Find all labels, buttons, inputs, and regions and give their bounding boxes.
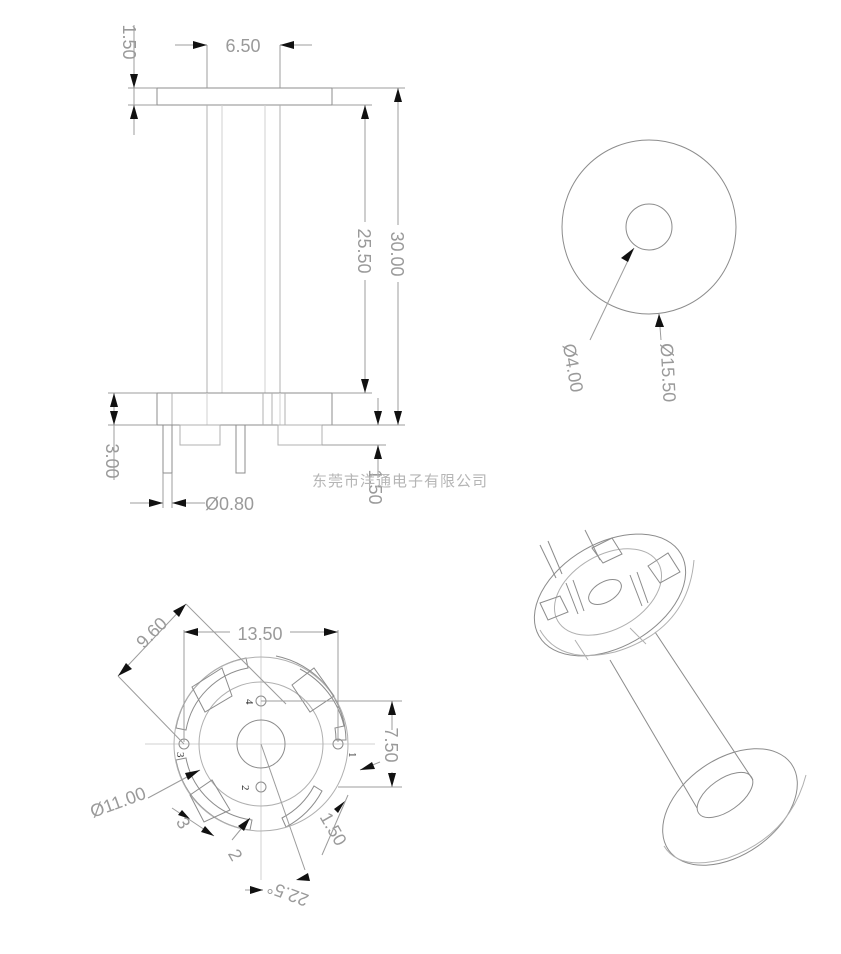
company-watermark: 东莞市洋通电子有限公司 <box>312 473 488 490</box>
dim-flange-thickness: 1.50 <box>119 24 139 59</box>
isometric-view <box>533 529 807 866</box>
outer-circle <box>561 139 737 315</box>
iso-hole <box>588 579 622 605</box>
pin-label-4: 4 <box>243 699 255 705</box>
pin-label-1: 1 <box>346 752 358 758</box>
top-flange <box>156 87 333 106</box>
dim-tab-b: 2 <box>224 846 246 865</box>
dim-base-height: 3.00 <box>102 443 122 478</box>
pin-label-3: 3 <box>174 752 186 758</box>
iso-tube <box>609 659 698 809</box>
side-view: 6.50 1.50 25.50 30.00 3.00 <box>102 24 407 514</box>
pin-label-2: 2 <box>239 785 251 791</box>
dim-bottom-diameter: Ø11.00 <box>87 783 148 822</box>
dim-bottom-diagonal: 9.60 <box>132 613 171 652</box>
inner-circle <box>625 203 673 251</box>
top-view: Ø4.00 Ø15.50 <box>559 139 737 403</box>
dim-bottom-width: 13.50 <box>237 624 282 644</box>
dim-pin-offset: 1.50 <box>365 469 385 504</box>
dim-overall-height: 30.00 <box>387 231 407 276</box>
dim-pin-diameter: Ø0.80 <box>205 494 254 514</box>
dim-inner-diameter: Ø4.00 <box>559 342 587 394</box>
dim-tube-diameter: 6.50 <box>225 36 260 56</box>
iso-flange <box>662 748 798 866</box>
dim-pin-spacing: 7.50 <box>381 727 401 762</box>
pin <box>235 424 246 474</box>
pin <box>162 424 173 474</box>
iso-base <box>533 533 687 657</box>
dim-outer-diameter: Ø15.50 <box>656 343 679 403</box>
dim-slot-width: 1.50 <box>316 809 351 849</box>
center-hole <box>236 719 286 769</box>
base-block <box>156 392 333 426</box>
iso-pin <box>539 544 557 579</box>
dim-winding-length: 25.50 <box>354 228 374 273</box>
base-outline <box>175 655 347 831</box>
pin-hole-2 <box>255 781 267 793</box>
bottom-view: 1 2 3 4 13.50 9.60 7.50 Ø11.00 <box>87 603 402 910</box>
dim-tab-a: 3 <box>172 814 194 833</box>
dim-angle: 22.5° <box>265 877 312 910</box>
